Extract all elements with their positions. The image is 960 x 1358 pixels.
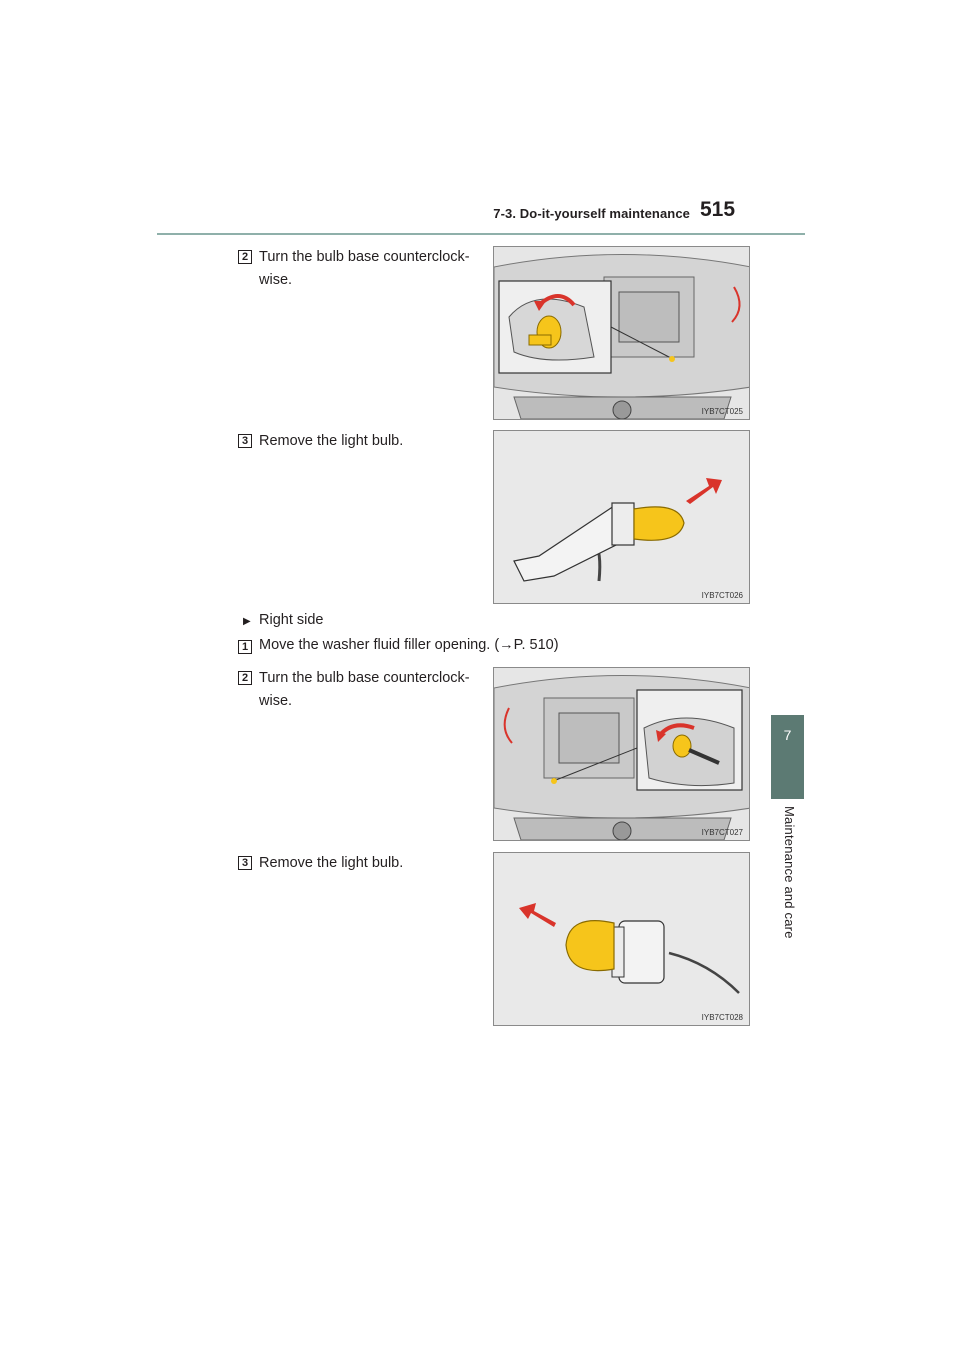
subsection-label: Right side [259, 612, 324, 628]
figure-engine-bay-left: IYB7CT025 [493, 246, 750, 420]
figure-engine-bay-right: IYB7CT027 [493, 667, 750, 841]
step-number-badge: 3 [238, 434, 252, 448]
subsection-bullet: ▶ Right side [243, 612, 323, 628]
figure-code: IYB7CT026 [701, 591, 743, 600]
step-number-badge: 2 [238, 250, 252, 264]
figure-bulb-removal-left: IYB7CT026 [493, 430, 750, 604]
engine-bay-left-illustration [494, 247, 749, 419]
triangle-bullet-icon: ▶ [243, 616, 251, 627]
step-instruction: Move the washer fluid filler opening. (→… [259, 637, 559, 653]
figure-code: IYB7CT025 [701, 407, 743, 416]
figure-bulb-removal-right: IYB7CT028 [493, 852, 750, 1026]
section-title: 7-3. Do-it-yourself maintenance [493, 206, 690, 221]
chapter-number: 7 [783, 727, 792, 743]
chapter-tab: 7 [771, 715, 804, 799]
figure-code: IYB7CT028 [701, 1013, 743, 1022]
step-number-badge: 1 [238, 640, 252, 654]
header-divider [157, 233, 805, 235]
bulb-removal-left-illustration [494, 431, 749, 603]
bulb-removal-right-illustration [494, 853, 749, 1025]
step-number-badge: 2 [238, 671, 252, 685]
step-number-badge: 3 [238, 856, 252, 870]
chapter-title: Maintenance and care [782, 806, 797, 939]
engine-bay-right-illustration [494, 668, 749, 840]
page-number: 515 [700, 198, 736, 221]
step-instruction: Remove the light bulb. [259, 433, 404, 449]
step-instruction: Remove the light bulb. [259, 855, 404, 871]
step-instruction: Turn the bulb base counterclock-wise. [259, 670, 470, 709]
figure-code: IYB7CT027 [701, 828, 743, 837]
step-instruction: Turn the bulb base counterclock-wise. [259, 249, 470, 288]
